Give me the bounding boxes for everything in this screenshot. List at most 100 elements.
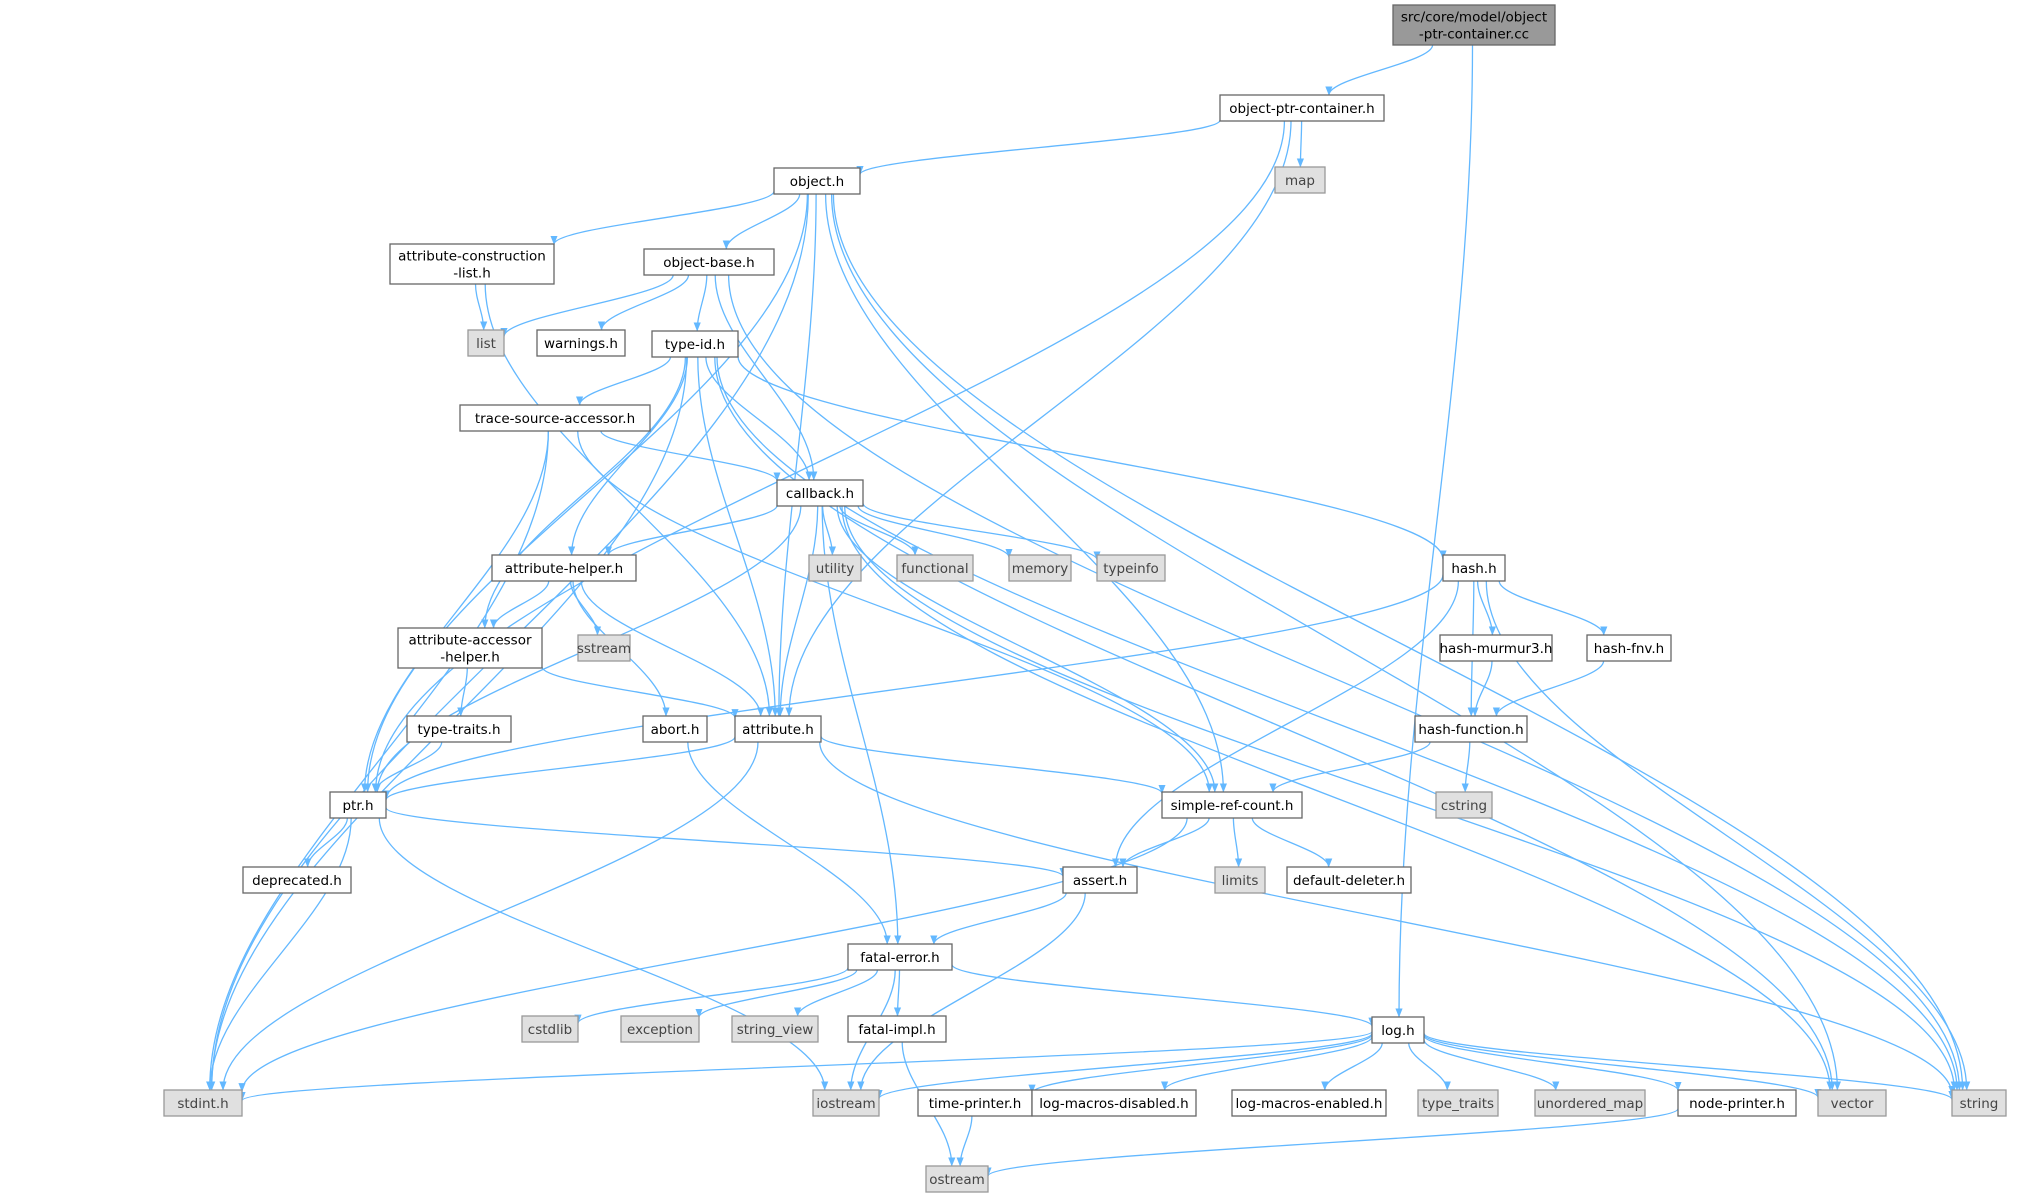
node-log[interactable]: log.h — [1371, 1016, 1425, 1044]
node-box-ptr — [329, 791, 387, 819]
node-ahelper[interactable]: attribute-helper.h — [491, 554, 637, 582]
edge-log-to-umap — [1423, 1039, 1560, 1091]
edge-assert-to-fatalerr — [930, 892, 1067, 945]
node-label-hash: hash.h — [1451, 561, 1496, 577]
node-timeprinter[interactable]: time-printer.h — [917, 1089, 1033, 1117]
node-label-ptr: ptr.h — [342, 798, 373, 814]
edge-objecth-to-acl — [550, 190, 775, 245]
node-label-string: string — [1960, 1096, 1999, 1112]
edge-opch-to-objecth — [856, 119, 1221, 176]
node-memory: memory — [1008, 554, 1072, 582]
edge-objbase-to-callback — [714, 274, 818, 481]
node-assert[interactable]: assert.h — [1062, 866, 1138, 894]
edge-hash-to-assert — [1112, 580, 1460, 868]
node-root[interactable]: src/core/model/object-ptr-container.cc — [1392, 4, 1556, 46]
node-box-sstream — [577, 634, 631, 662]
edge-objecth-to-src — [824, 193, 1227, 793]
node-label-hashfn: hash-function.h — [1418, 722, 1523, 738]
edge-callback-to-vector — [841, 505, 1834, 1091]
edge-log-to-typetraits — [1408, 1042, 1451, 1091]
edge-hash-to-fnv — [1498, 580, 1608, 636]
node-fatalimpl[interactable]: fatal-impl.h — [847, 1015, 947, 1043]
node-box-iostream — [812, 1089, 880, 1117]
edge-fatalerr-to-fatalimpl — [893, 969, 902, 1017]
node-box-map — [1274, 166, 1326, 194]
node-box-src — [1161, 791, 1303, 819]
node-callback[interactable]: callback.h — [776, 479, 864, 507]
node-label-root: -ptr-container.cc — [1419, 27, 1529, 43]
edge-attribute-to-stdint — [219, 741, 759, 1091]
node-hashfn[interactable]: hash-function.h — [1414, 715, 1528, 743]
node-hash[interactable]: hash.h — [1442, 554, 1506, 582]
node-stringview: string_view — [731, 1015, 819, 1043]
node-box-hash — [1442, 554, 1506, 582]
node-murmur[interactable]: hash-murmur3.h — [1439, 634, 1553, 662]
edge-tsa-to-callback — [600, 430, 781, 482]
edge-acl-to-list — [474, 283, 488, 331]
edge-abort-to-fatalerr — [687, 741, 891, 945]
node-deleter[interactable]: default-deleter.h — [1286, 866, 1412, 894]
node-label-tsa: trace-source-accessor.h — [475, 411, 635, 427]
node-box-root — [1392, 4, 1556, 46]
node-fatalerr[interactable]: fatal-error.h — [847, 943, 953, 971]
node-box-timeprinter — [917, 1089, 1033, 1117]
node-attribute[interactable]: attribute.h — [734, 715, 822, 743]
node-box-cstdlib — [521, 1015, 579, 1043]
edge-opch-to-map — [1296, 120, 1305, 168]
edge-log-to-stdint — [238, 1031, 1373, 1102]
node-objbase[interactable]: object-base.h — [643, 248, 775, 276]
edge-fatalerr-to-log — [951, 964, 1376, 1027]
node-label-cstring: cstring — [1441, 798, 1487, 814]
node-box-acl — [389, 243, 555, 285]
node-label-exception: exception — [627, 1022, 693, 1038]
edge-opch-to-attribute — [785, 120, 1292, 717]
node-ttraits[interactable]: type-traits.h — [406, 715, 512, 743]
node-box-lmd — [1031, 1089, 1197, 1117]
node-warnings[interactable]: warnings.h — [536, 329, 626, 357]
node-label-timeprinter: time-printer.h — [929, 1096, 1022, 1112]
node-deprecated[interactable]: deprecated.h — [242, 866, 352, 894]
edge-hash-to-murmur — [1476, 580, 1496, 636]
edge-attribute-to-string — [819, 741, 1956, 1096]
node-objecth[interactable]: object.h — [773, 167, 861, 195]
node-label-fatalimpl: fatal-impl.h — [858, 1022, 935, 1038]
node-functional: functional — [896, 554, 974, 582]
node-lmd[interactable]: log-macros-disabled.h — [1031, 1089, 1197, 1117]
edge-callback-to-functional — [839, 505, 919, 556]
edge-attribute-to-src — [820, 735, 1166, 794]
node-typeid[interactable]: type-id.h — [651, 330, 739, 358]
edge-ahelper-to-attribute — [580, 580, 765, 717]
edge-objbase-to-warnings — [597, 274, 690, 331]
node-lme[interactable]: log-macros-enabled.h — [1231, 1089, 1387, 1117]
edge-log-to-nodeprinter — [1423, 1035, 1682, 1091]
node-box-warnings — [536, 329, 626, 357]
node-label-deprecated: deprecated.h — [252, 873, 342, 889]
edge-hashfn-to-src — [1269, 741, 1431, 793]
node-acl[interactable]: attribute-construction-list.h — [389, 243, 555, 285]
node-layer: src/core/model/object-ptr-container.cc ob… — [163, 4, 2007, 1193]
node-box-memory — [1008, 554, 1072, 582]
node-label-typetraits: type_traits — [1422, 1096, 1494, 1112]
node-box-cstring — [1435, 791, 1493, 819]
edge-callback-to-src — [836, 505, 1219, 793]
edge-typeid-to-ahelper — [568, 356, 689, 556]
node-label-aah: -helper.h — [440, 650, 500, 666]
node-label-abort: abort.h — [651, 722, 700, 738]
node-label-objbase: object-base.h — [663, 255, 755, 271]
node-box-typetraits — [1417, 1089, 1499, 1117]
edge-callback-to-attribute — [776, 505, 819, 717]
node-fnv[interactable]: hash-fnv.h — [1586, 634, 1672, 662]
node-string: string — [1951, 1089, 2007, 1117]
edge-hashfn-to-cstring — [1461, 741, 1471, 793]
node-src[interactable]: simple-ref-count.h — [1161, 791, 1303, 819]
node-nodeprinter[interactable]: node-printer.h — [1677, 1089, 1797, 1117]
edge-typeid-to-aah — [481, 356, 687, 629]
node-abort[interactable]: abort.h — [642, 715, 708, 743]
node-box-limits — [1214, 866, 1266, 894]
node-label-acl: attribute-construction — [398, 249, 546, 265]
node-tsa[interactable]: trace-source-accessor.h — [459, 404, 651, 432]
node-opch[interactable]: object-ptr-container.h — [1219, 94, 1385, 122]
node-ptr[interactable]: ptr.h — [329, 791, 387, 819]
node-box-typeinfo — [1096, 554, 1166, 582]
node-aah[interactable]: attribute-accessor-helper.h — [397, 627, 543, 669]
